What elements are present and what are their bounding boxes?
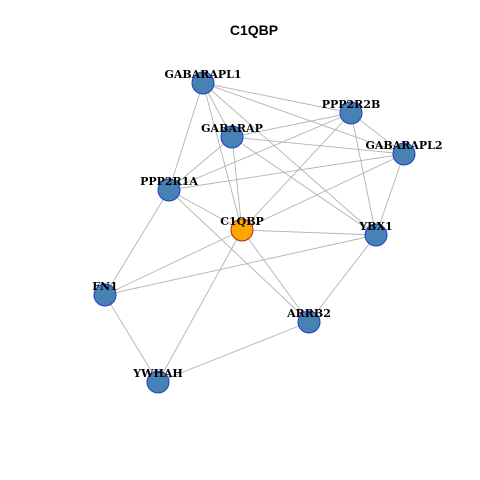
edge-ybx1-arrb2 bbox=[308, 234, 377, 323]
edge-gabarapl2-ybx1 bbox=[375, 153, 405, 236]
edge-c1qbp-ywhah bbox=[157, 229, 243, 383]
node-ybx1[interactable]: YBX1 bbox=[358, 220, 393, 247]
edge-ppp2r2b-ybx1 bbox=[350, 112, 377, 236]
edge-c1qbp-arrb2 bbox=[241, 229, 310, 323]
node-circle[interactable] bbox=[220, 125, 244, 149]
node-circle[interactable] bbox=[157, 178, 181, 202]
edge-ppp2r2b-ppp2r1a bbox=[168, 112, 352, 191]
edge-gabarapl1-ppp2r2b bbox=[202, 82, 352, 114]
node-label: YBX1 bbox=[358, 220, 392, 233]
edge-gabarapl1-ybx1 bbox=[202, 82, 377, 236]
node-label: PPP2R1A bbox=[140, 175, 198, 188]
node-circle[interactable] bbox=[392, 142, 416, 166]
edge-gabarap-ppp2r1a bbox=[168, 136, 233, 191]
node-circle[interactable] bbox=[364, 223, 388, 247]
node-ywhah[interactable]: YWHAH bbox=[132, 367, 183, 394]
edge-layer bbox=[104, 82, 405, 383]
node-c1qbp[interactable]: C1QBP bbox=[220, 215, 264, 242]
node-label: ARRB2 bbox=[286, 307, 331, 320]
edge-gabarapl2-c1qbp bbox=[241, 153, 405, 231]
edge-gabarap-c1qbp bbox=[231, 136, 243, 231]
node-circle[interactable] bbox=[230, 218, 254, 242]
edge-gabarap-gabarapl2 bbox=[231, 136, 405, 155]
edge-ppp2r1a-c1qbp bbox=[168, 189, 243, 231]
edge-gabarapl1-ppp2r1a bbox=[168, 82, 204, 191]
edge-ppp2r2b-gabarap bbox=[231, 112, 352, 138]
edge-ppp2r2b-c1qbp bbox=[241, 112, 352, 231]
edge-c1qbp-ybx1 bbox=[241, 229, 377, 236]
node-label: GABARAPL2 bbox=[365, 139, 442, 152]
edge-fn1-ywhah bbox=[104, 294, 159, 383]
node-fn1[interactable]: FN1 bbox=[92, 280, 118, 307]
node-circle[interactable] bbox=[297, 310, 321, 334]
edge-ppp2r1a-arrb2 bbox=[168, 189, 310, 323]
node-gabarapl1[interactable]: GABARAPL1 bbox=[164, 68, 242, 95]
edge-gabarapl1-c1qbp bbox=[202, 82, 243, 231]
edge-arrb2-ywhah bbox=[157, 321, 310, 383]
node-label: YWHAH bbox=[132, 367, 183, 380]
node-circle[interactable] bbox=[93, 283, 117, 307]
edge-ybx1-fn1 bbox=[104, 234, 377, 296]
edge-gabarapl1-gabarapl2 bbox=[202, 82, 405, 155]
edge-ppp2r1a-fn1 bbox=[104, 189, 170, 296]
node-label: C1QBP bbox=[220, 215, 264, 228]
node-label: PPP2R2B bbox=[322, 98, 381, 111]
node-label: GABARAP bbox=[201, 122, 263, 135]
node-circle[interactable] bbox=[146, 370, 170, 394]
node-ppp2r1a[interactable]: PPP2R1A bbox=[140, 175, 198, 202]
node-circle[interactable] bbox=[191, 71, 215, 95]
node-ppp2r2b[interactable]: PPP2R2B bbox=[322, 98, 381, 125]
graph-title: C1QBP bbox=[230, 22, 278, 38]
node-gabarap[interactable]: GABARAP bbox=[201, 122, 263, 149]
node-label: FN1 bbox=[92, 280, 118, 293]
edge-gabarap-ybx1 bbox=[231, 136, 377, 236]
node-circle[interactable] bbox=[339, 101, 363, 125]
edge-c1qbp-fn1 bbox=[104, 229, 243, 296]
edge-gabarapl2-ppp2r1a bbox=[168, 153, 405, 191]
node-arrb2[interactable]: ARRB2 bbox=[286, 307, 331, 334]
node-label: GABARAPL1 bbox=[164, 68, 241, 81]
node-gabarapl2[interactable]: GABARAPL2 bbox=[365, 139, 443, 166]
